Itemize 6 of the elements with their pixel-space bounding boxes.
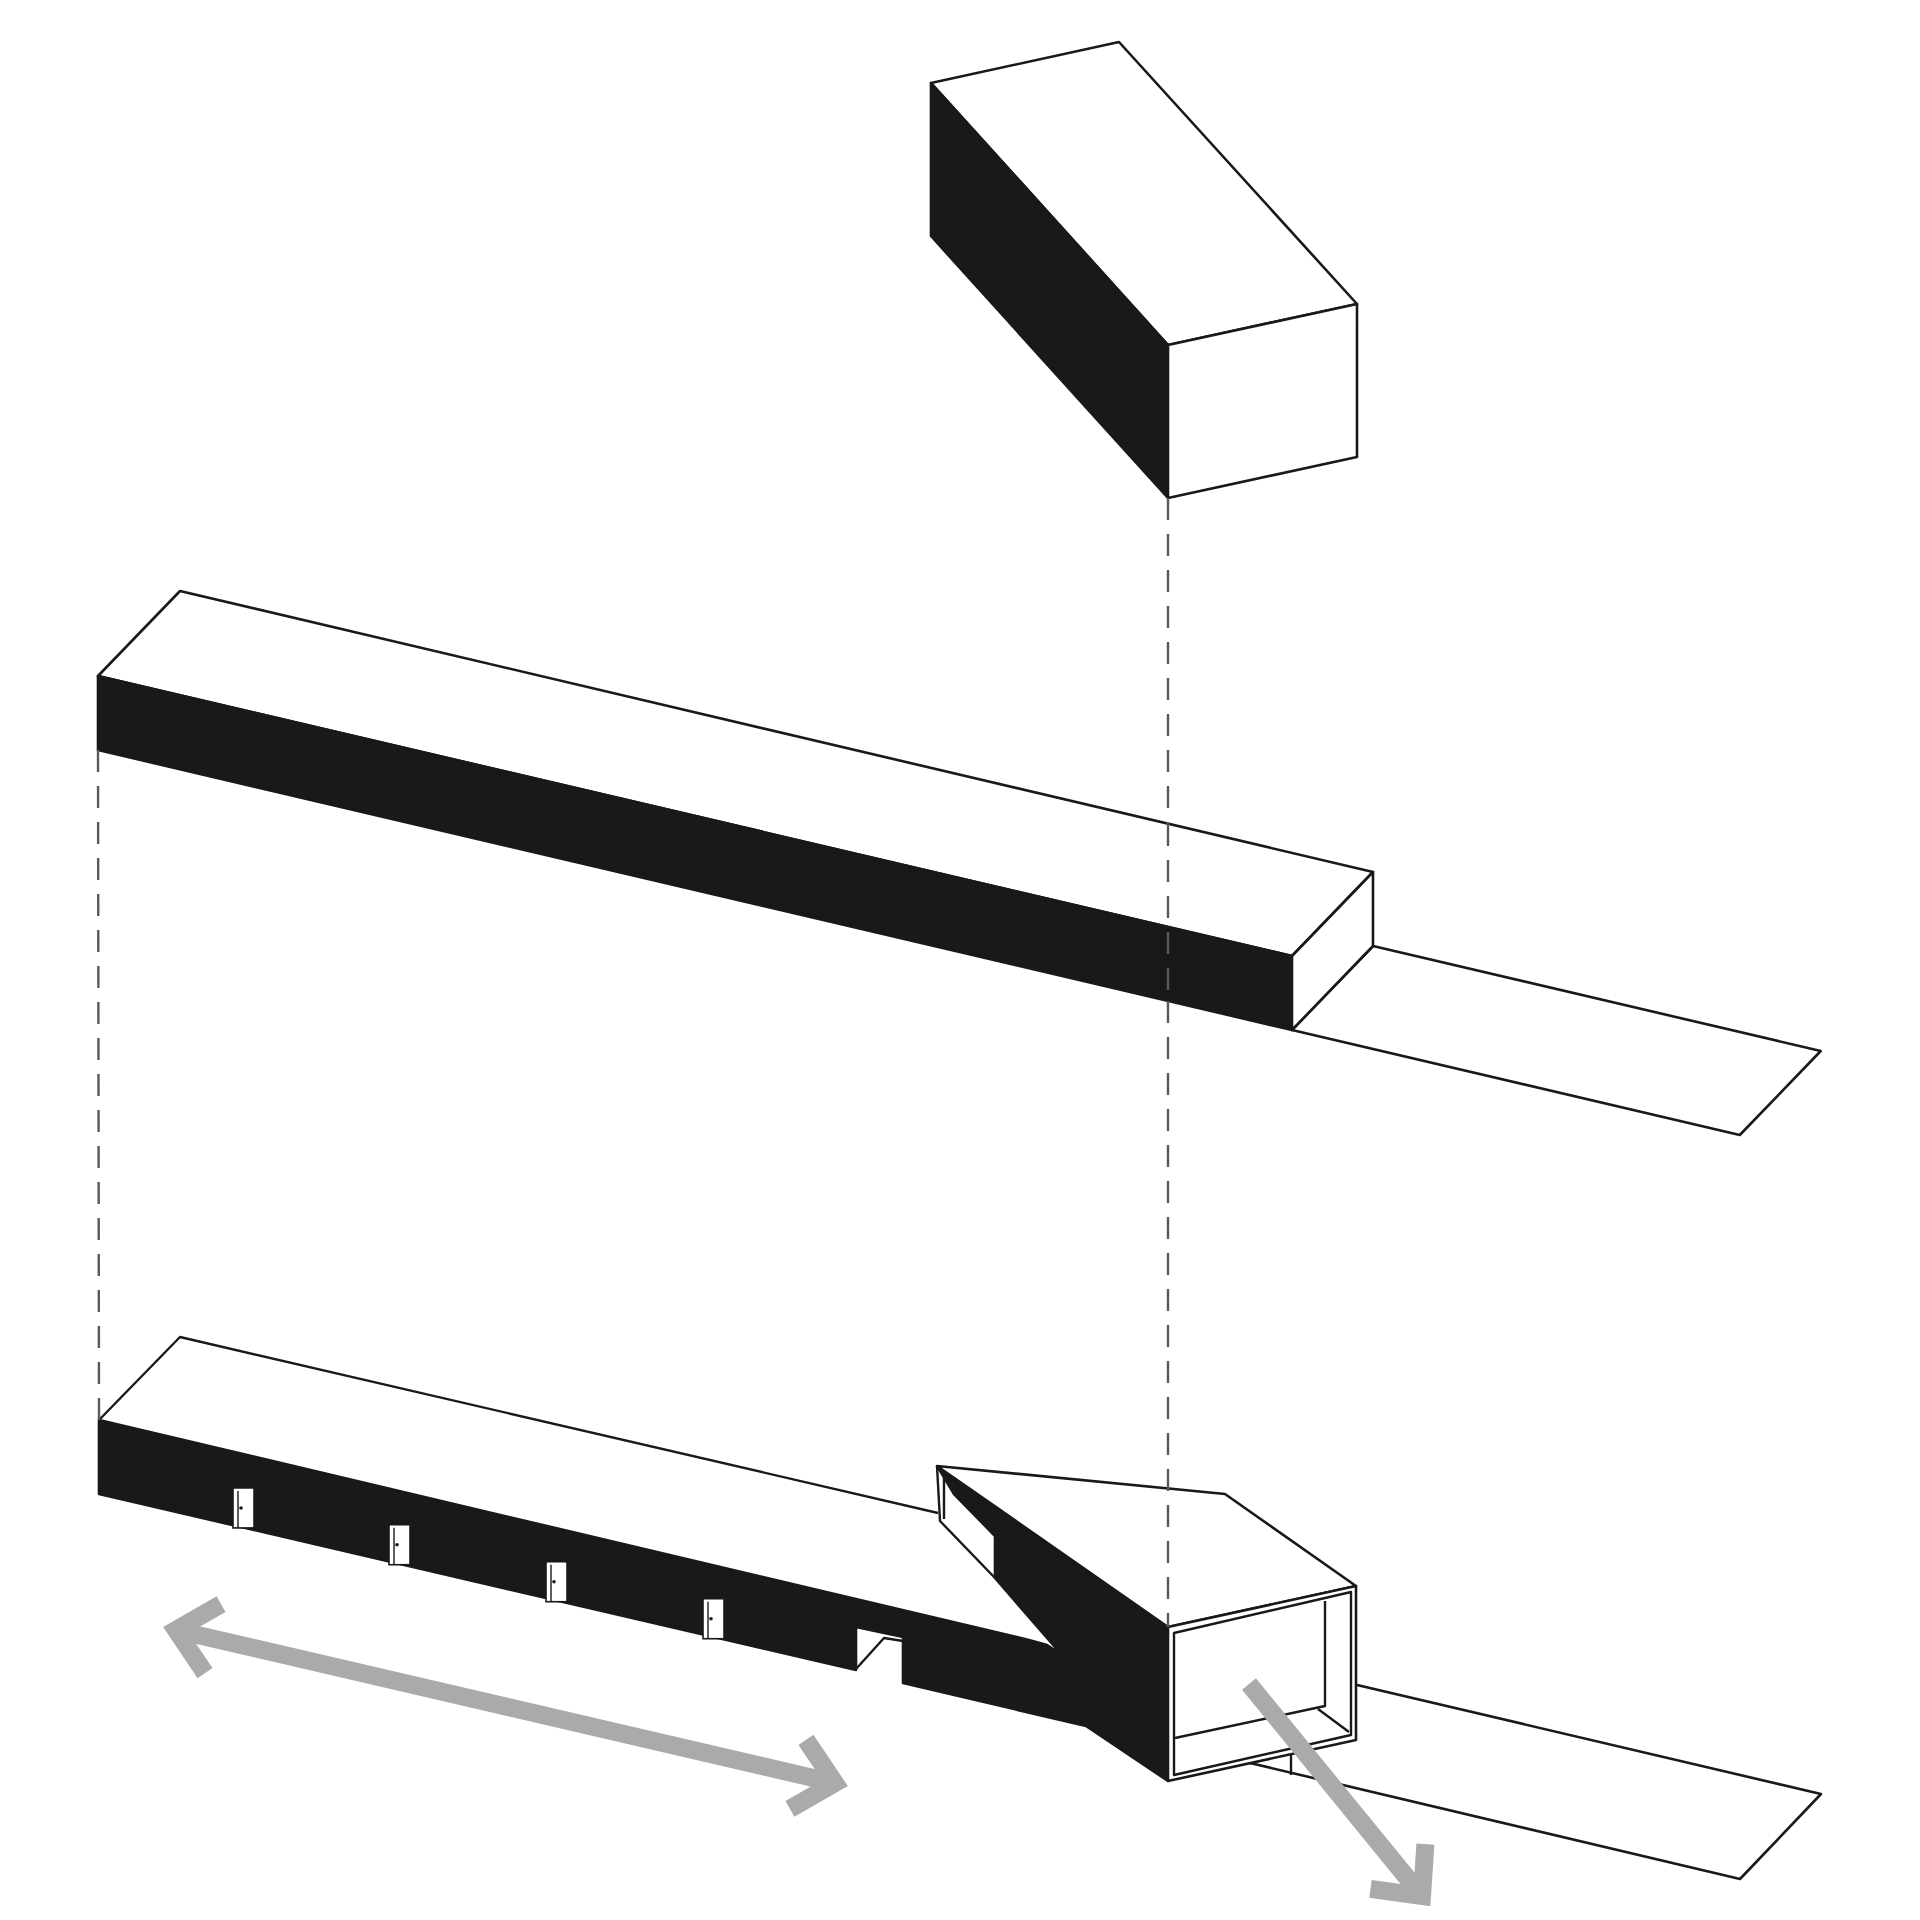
dashed-line <box>1166 1001 1170 1627</box>
dashed-line <box>96 750 101 1420</box>
building-drawing <box>97 1335 1823 1881</box>
cuboid-block <box>929 40 1359 500</box>
dashed-line <box>1166 498 1170 824</box>
bar-block <box>96 589 1823 1137</box>
